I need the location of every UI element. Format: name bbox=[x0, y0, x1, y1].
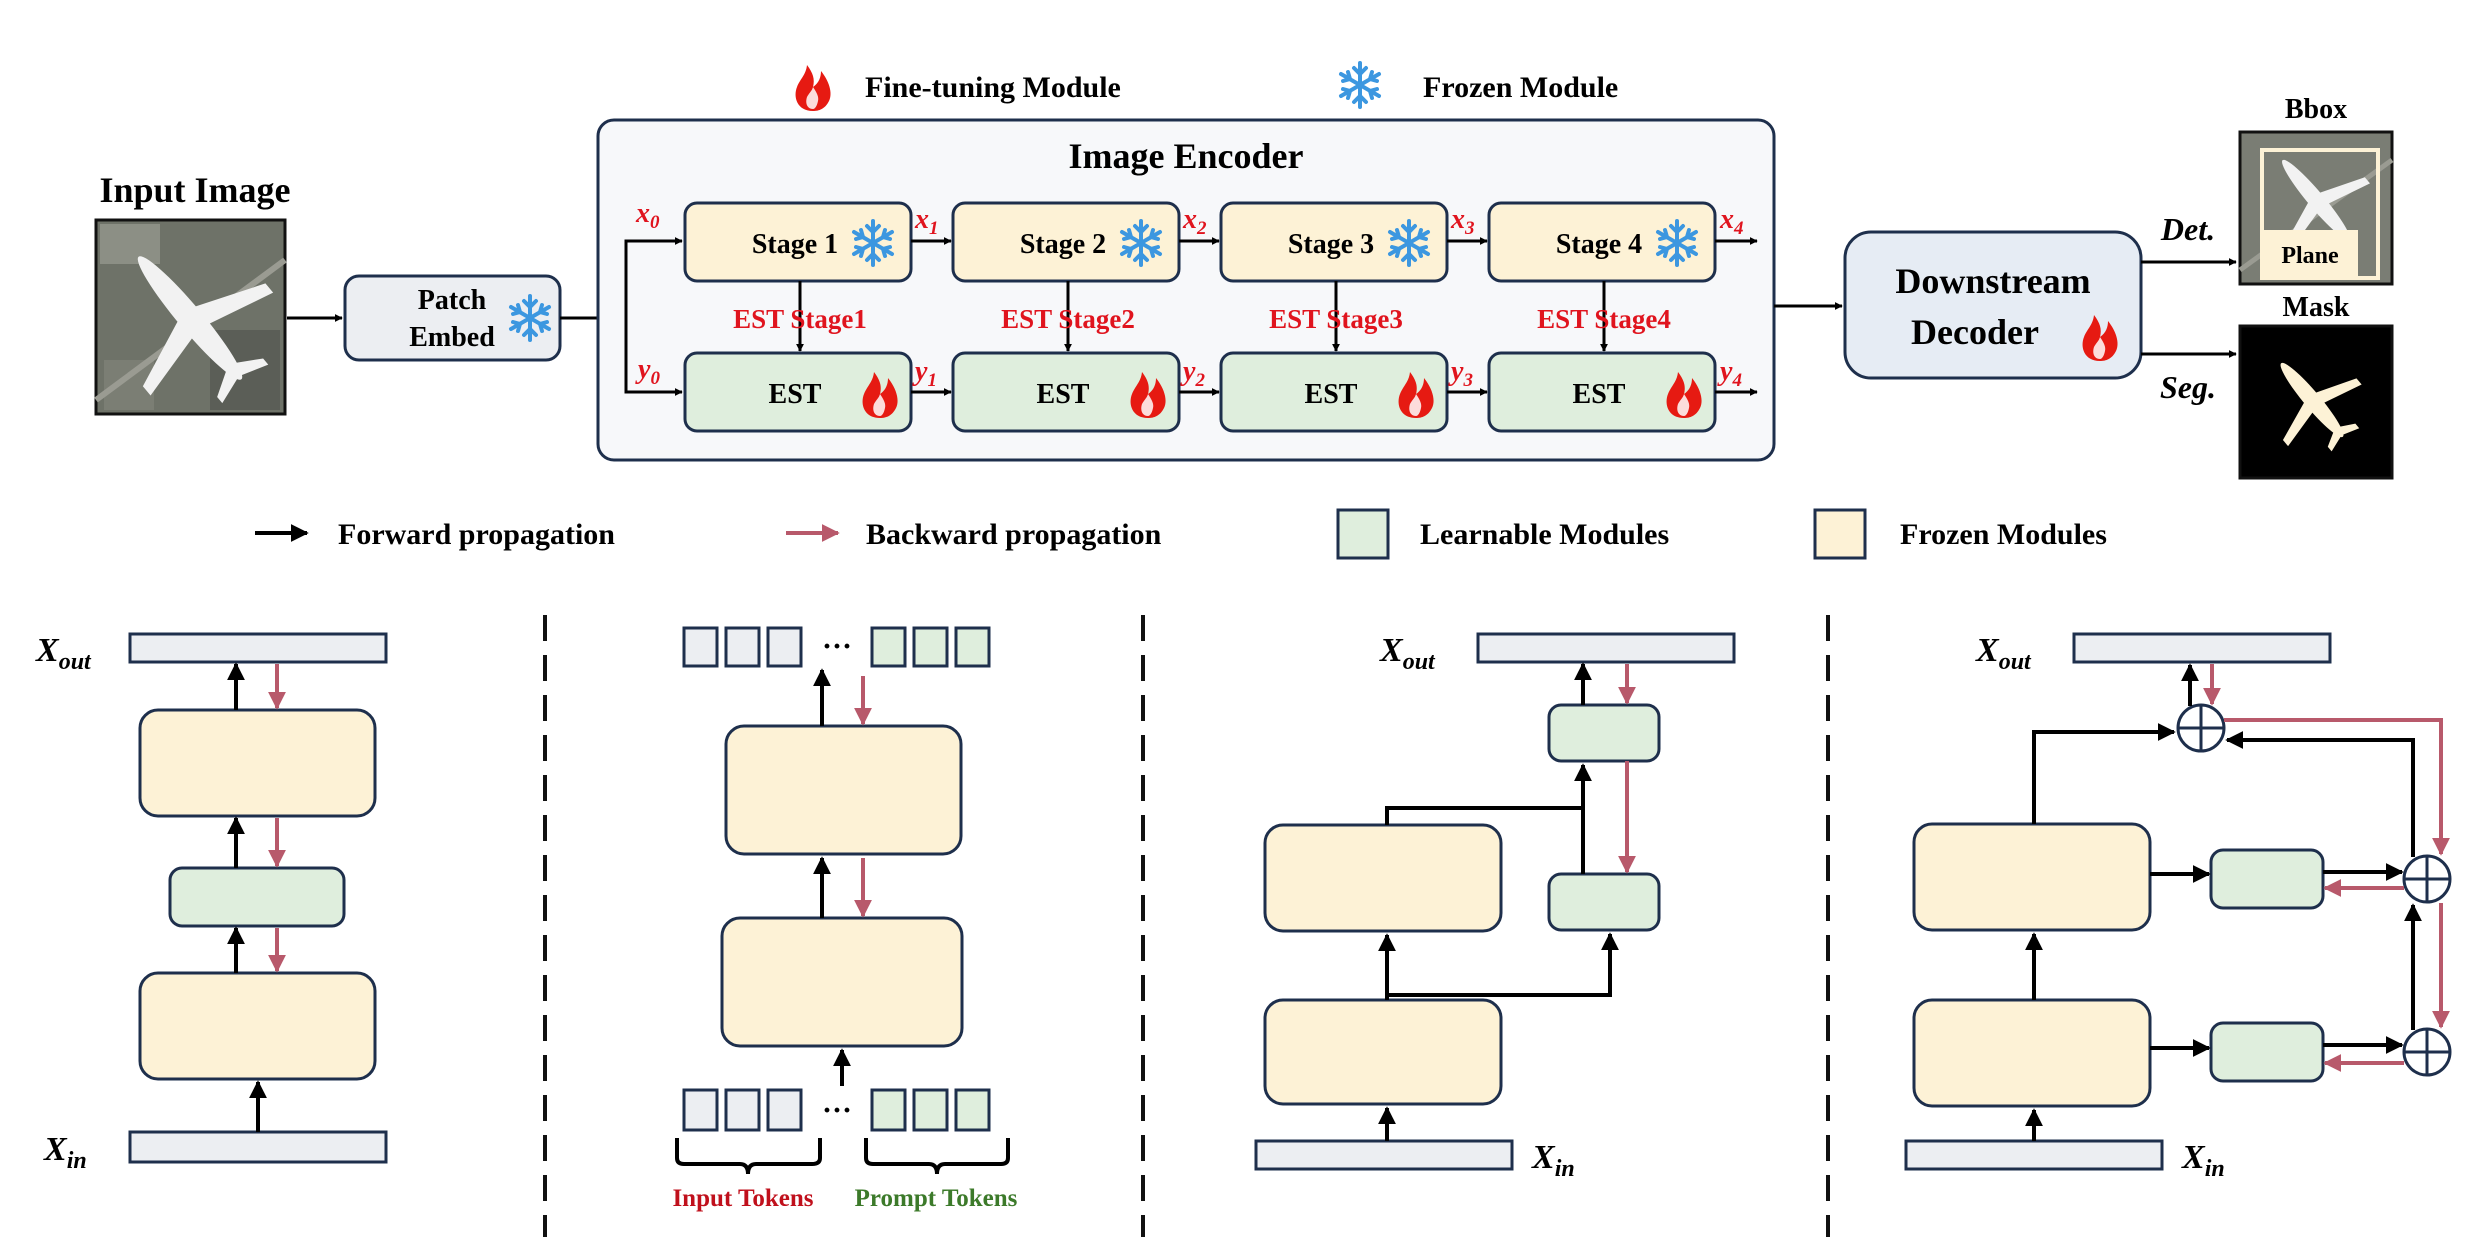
input-image-title: Input Image bbox=[99, 170, 290, 210]
est-stage4-label: EST Stage4 bbox=[1537, 304, 1671, 334]
image-encoder-title: Image Encoder bbox=[1069, 136, 1304, 176]
stage-1-label: Stage 1 bbox=[752, 229, 838, 260]
y2-sub: 2 bbox=[1194, 370, 1205, 391]
downstream-decoder-box bbox=[1843, 230, 2143, 380]
panel3-x-out-var: X bbox=[1379, 632, 1404, 669]
bbox-output-image bbox=[2238, 130, 2394, 286]
est-1-label: EST bbox=[769, 379, 822, 410]
panel1-x-in-sub: in bbox=[67, 1148, 87, 1174]
mask-title: Mask bbox=[2283, 292, 2350, 323]
panel4-x-out-sub: out bbox=[1999, 649, 2032, 675]
token-ellipsis-bottom: ··· bbox=[822, 1094, 852, 1127]
add-node-middle bbox=[2402, 854, 2452, 904]
legend-backward-label: Backward propagation bbox=[866, 518, 1162, 551]
panel1-x-out-sub: out bbox=[59, 649, 92, 675]
est-stage2-label: EST Stage2 bbox=[1001, 304, 1135, 334]
add-node-bottom bbox=[2402, 1027, 2452, 1077]
y1-label: y1 bbox=[912, 356, 937, 391]
input-tokens-label: Input Tokens bbox=[672, 1185, 813, 1212]
panel4-x-in-var: X bbox=[2181, 1139, 2206, 1176]
input-image-thumbnail bbox=[94, 218, 287, 416]
token-ellipsis-top: ··· bbox=[822, 630, 852, 663]
stage-4-label: Stage 4 bbox=[1556, 229, 1642, 260]
panel3-x-in-sub: in bbox=[1555, 1156, 1575, 1182]
panel3-x-out: Xout bbox=[1379, 632, 1436, 675]
x1-sub: 1 bbox=[929, 218, 939, 239]
det-label: Det. bbox=[2160, 211, 2215, 247]
panel3-x-in-var: X bbox=[1531, 1139, 1556, 1176]
x3-sub: 3 bbox=[1464, 218, 1475, 239]
y4-var: y bbox=[1717, 356, 1733, 387]
panel4-x-out-var: X bbox=[1975, 632, 2000, 669]
legend-learnable-label: Learnable Modules bbox=[1420, 518, 1669, 551]
y3-label: y3 bbox=[1448, 356, 1473, 391]
seg-label: Seg. bbox=[2160, 369, 2216, 405]
panel-parallel-adapter bbox=[1904, 632, 2452, 1171]
legend-forward-label: Forward propagation bbox=[338, 518, 615, 551]
est-2-label: EST bbox=[1037, 379, 1090, 410]
x0-var: x bbox=[635, 198, 650, 229]
y0-sub: 0 bbox=[650, 368, 660, 389]
x1-var: x bbox=[914, 204, 929, 235]
snowflake-icon bbox=[1339, 61, 1381, 109]
x0-label: x0 bbox=[635, 198, 660, 233]
y3-sub: 3 bbox=[1462, 370, 1473, 391]
mask-output-image bbox=[2238, 324, 2394, 480]
flame-icon bbox=[795, 65, 831, 111]
panel1-x-out-var: X bbox=[35, 632, 60, 669]
y1-var: y bbox=[912, 356, 928, 387]
legend-fine-tuning-label: Fine-tuning Module bbox=[865, 71, 1121, 104]
y2-label: y2 bbox=[1180, 356, 1205, 391]
est-4-label: EST bbox=[1573, 379, 1626, 410]
panel-side-tuning bbox=[1254, 632, 1736, 1171]
x3-var: x bbox=[1450, 204, 1465, 235]
legend-learnable-swatch bbox=[1336, 508, 1390, 560]
est-3-label: EST bbox=[1305, 379, 1358, 410]
est-stage1-label: EST Stage1 bbox=[733, 304, 867, 334]
y4-sub: 4 bbox=[1731, 370, 1742, 391]
y2-var: y bbox=[1180, 356, 1196, 387]
decoder-line1: Downstream bbox=[1895, 261, 2090, 301]
patch-embed-line1: Patch bbox=[418, 285, 487, 316]
panel4-x-in: Xin bbox=[2181, 1139, 2225, 1182]
est-stage3-label: EST Stage3 bbox=[1269, 304, 1403, 334]
x4-label: x4 bbox=[1719, 204, 1744, 239]
panel1-x-in: Xin bbox=[43, 1131, 87, 1174]
x2-sub: 2 bbox=[1196, 218, 1207, 239]
y0-label: y0 bbox=[635, 354, 660, 389]
legend-frozen-swatch bbox=[1813, 508, 1867, 560]
panel4-x-in-sub: in bbox=[2205, 1156, 2225, 1182]
stage-2-label: Stage 2 bbox=[1020, 229, 1106, 260]
x1-label: x1 bbox=[914, 204, 939, 239]
y4-label: y4 bbox=[1717, 356, 1742, 391]
panel1-x-in-var: X bbox=[43, 1131, 68, 1168]
panel3-x-out-sub: out bbox=[1403, 649, 1436, 675]
panel-serial-adapter bbox=[128, 632, 388, 1164]
add-node-top bbox=[2176, 703, 2226, 753]
stage-3-label: Stage 3 bbox=[1288, 229, 1374, 260]
panel3-x-in: Xin bbox=[1531, 1139, 1575, 1182]
panel-prompt-tuning bbox=[675, 626, 1010, 1175]
patch-embed-line2: Embed bbox=[409, 322, 495, 353]
x4-sub: 4 bbox=[1733, 218, 1744, 239]
y0-var: y bbox=[635, 354, 651, 385]
x3-label: x3 bbox=[1450, 204, 1475, 239]
y1-sub: 1 bbox=[927, 370, 937, 391]
x2-var: x bbox=[1182, 204, 1197, 235]
x4-var: x bbox=[1719, 204, 1734, 235]
x2-label: x2 bbox=[1182, 204, 1207, 239]
panel4-x-out: Xout bbox=[1975, 632, 2032, 675]
bbox-title: Bbox bbox=[2285, 94, 2347, 125]
panel1-x-out: Xout bbox=[35, 632, 92, 675]
y3-var: y bbox=[1448, 356, 1464, 387]
prompt-tokens-label: Prompt Tokens bbox=[855, 1185, 1018, 1212]
bbox-plane-label: Plane bbox=[2281, 243, 2339, 269]
decoder-line2: Decoder bbox=[1911, 312, 2039, 352]
legend-frozen-label: Frozen Module bbox=[1423, 71, 1618, 104]
x0-sub: 0 bbox=[650, 212, 660, 233]
legend-frozen-modules-label: Frozen Modules bbox=[1900, 518, 2107, 551]
